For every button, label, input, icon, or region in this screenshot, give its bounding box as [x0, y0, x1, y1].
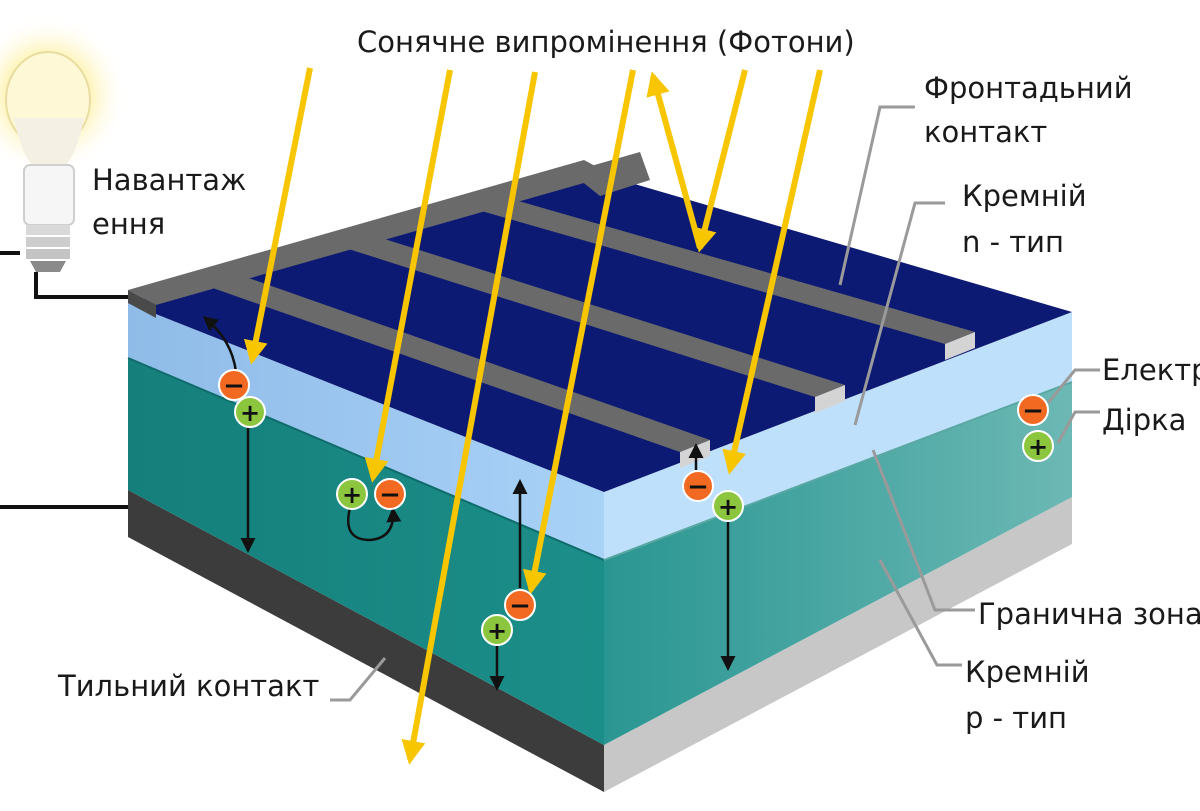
hole-particle: +: [712, 490, 744, 522]
front-contact-label-line1: Фронтадьний: [924, 71, 1133, 105]
carrier-paths: [202, 316, 736, 691]
svg-text:+: +: [718, 493, 738, 521]
load-label-line2: ення: [92, 207, 166, 241]
legend-electron-icon: −: [1017, 394, 1049, 426]
back-contact-label: Тильний контакт: [58, 669, 320, 703]
svg-text:+: +: [1028, 433, 1048, 461]
n-type-label-line2: n - тип: [962, 225, 1064, 259]
load-label-line1: Навантаж: [92, 163, 247, 197]
hole-particle: +: [234, 396, 266, 428]
electron-particle: −: [374, 478, 406, 510]
svg-text:−: −: [223, 371, 245, 401]
radiation-label: Сонячне випромінення (Фотони): [357, 25, 855, 59]
svg-text:−: −: [1022, 396, 1044, 426]
light-bulb-icon: [0, 15, 128, 272]
hole-particle: +: [481, 614, 513, 646]
front-contact-label-line2: контакт: [924, 115, 1048, 149]
svg-text:−: −: [379, 480, 401, 510]
svg-text:−: −: [687, 472, 709, 502]
electron-particle: −: [504, 589, 536, 621]
svg-text:+: +: [342, 481, 362, 509]
svg-text:−: −: [509, 591, 531, 621]
p-type-label-line1: Кремній: [965, 655, 1090, 689]
electron-particle: −: [682, 470, 714, 502]
electron-legend-label: Електр: [1102, 353, 1200, 387]
legend-hole-icon: +: [1022, 430, 1054, 462]
electron-particle: −: [218, 369, 250, 401]
back-contact-layer: [128, 490, 1072, 792]
hole-particle: +: [336, 478, 368, 510]
hole-legend-label: Дірка: [1102, 403, 1187, 437]
svg-text:+: +: [240, 399, 260, 427]
n-type-label-line1: Кремній: [962, 179, 1087, 213]
circuit-wires: [0, 251, 128, 509]
p-type-label-line2: p - тип: [965, 701, 1068, 735]
photon-arrows: [243, 67, 823, 765]
junction-label: Гранична зона: [978, 597, 1200, 631]
label-leader-lines: [330, 105, 1100, 702]
svg-text:+: +: [487, 617, 507, 645]
